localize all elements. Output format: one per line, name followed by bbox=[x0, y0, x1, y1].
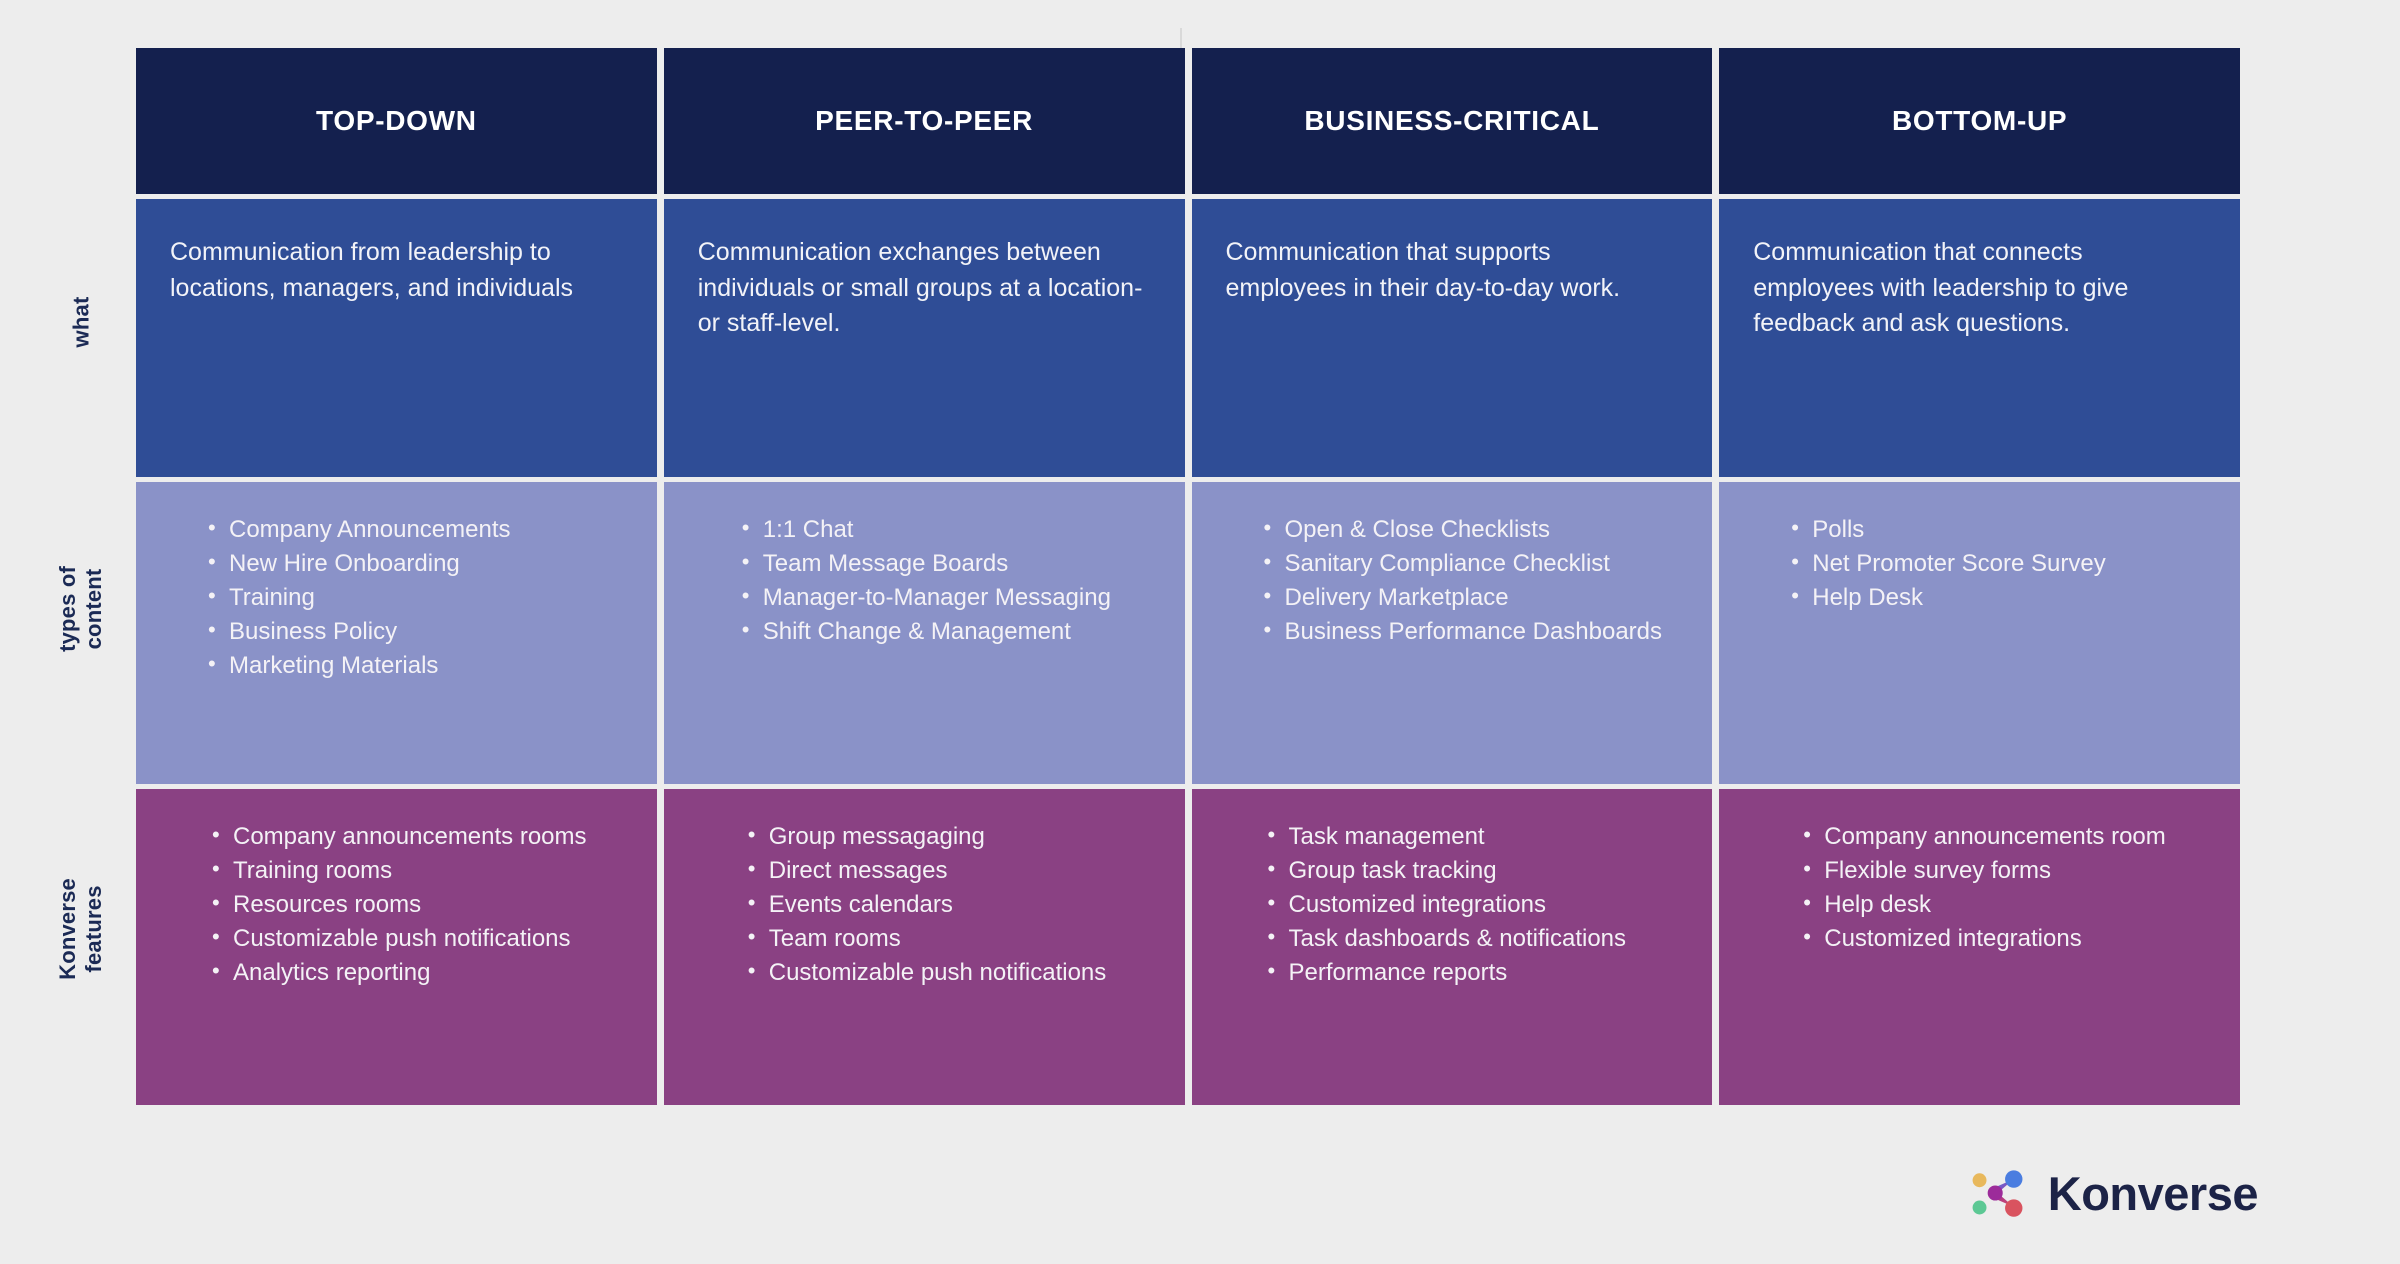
table-row-konverse-features: Company announcements roomsTraining room… bbox=[136, 789, 2240, 1105]
column-title: PEER-TO-PEER bbox=[815, 105, 1034, 136]
table-row-what: Communication from leadership to locatio… bbox=[136, 199, 2240, 477]
list-item: Events calendars bbox=[746, 888, 1155, 921]
list-item: New Hire Onboarding bbox=[206, 547, 627, 580]
list-item: Task management bbox=[1266, 820, 1683, 853]
list-item: Analytics reporting bbox=[210, 956, 627, 989]
row-label-konverse-features: Konverse features bbox=[28, 760, 134, 1098]
list-item: Company announcements rooms bbox=[210, 820, 627, 853]
column-title: BUSINESS-CRITICAL bbox=[1304, 105, 1600, 136]
what-text: Communication from leadership to locatio… bbox=[170, 238, 574, 302]
list-item: Open & Close Checklists bbox=[1262, 513, 1683, 546]
konverse-network-icon bbox=[1972, 1164, 2030, 1222]
row-label-what: what bbox=[28, 186, 134, 458]
table-row-types-of-content: Company AnnouncementsNew Hire Onboarding… bbox=[136, 482, 2240, 784]
list-item: Company Announcements bbox=[206, 513, 627, 546]
list-item: Group messagaging bbox=[746, 820, 1155, 853]
header-cell-peer-to-peer: PEER-TO-PEER bbox=[663, 48, 1185, 194]
header-cell-business-critical: BUSINESS-CRITICAL bbox=[1191, 48, 1713, 194]
list-item: Shift Change & Management bbox=[740, 615, 1155, 648]
list-item: Delivery Marketplace bbox=[1262, 581, 1683, 614]
types-list: Company AnnouncementsNew Hire Onboarding… bbox=[166, 513, 627, 682]
types-list: PollsNet Promoter Score SurveyHelp Desk bbox=[1749, 513, 2210, 614]
list-item: Customizable push notifications bbox=[746, 956, 1155, 989]
row-label-types-line1: types of bbox=[55, 566, 81, 652]
konverse-wordmark: Konverse bbox=[2047, 1166, 2259, 1220]
header-cell-top-down: TOP-DOWN bbox=[136, 48, 657, 194]
list-item: Team Message Boards bbox=[740, 547, 1155, 580]
list-item: Resources rooms bbox=[210, 888, 627, 921]
konverse-logo: Konverse bbox=[1972, 1164, 2259, 1222]
list-item: 1:1 Chat bbox=[740, 513, 1155, 546]
features-list: Group messagagingDirect messagesEvents c… bbox=[694, 820, 1155, 989]
list-item: Net Promoter Score Survey bbox=[1789, 547, 2210, 580]
list-item: Group task tracking bbox=[1266, 854, 1683, 887]
row-label-types-line2: content bbox=[80, 568, 106, 650]
types-cell-peer-to-peer: 1:1 ChatTeam Message BoardsManager-to-Ma… bbox=[663, 482, 1185, 784]
list-item: Training bbox=[206, 581, 627, 614]
list-item: Direct messages bbox=[746, 854, 1155, 887]
features-list: Task managementGroup task trackingCustom… bbox=[1222, 820, 1683, 989]
list-item: Sanitary Compliance Checklist bbox=[1262, 547, 1683, 580]
types-list: Open & Close ChecklistsSanitary Complian… bbox=[1222, 513, 1683, 648]
list-item: Customized integrations bbox=[1801, 922, 2210, 955]
types-cell-business-critical: Open & Close ChecklistsSanitary Complian… bbox=[1191, 482, 1713, 784]
features-list: Company announcements roomFlexible surve… bbox=[1749, 820, 2210, 955]
list-item: Training rooms bbox=[210, 854, 627, 887]
list-item: Help Desk bbox=[1789, 581, 2210, 614]
list-item: Manager-to-Manager Messaging bbox=[740, 581, 1155, 614]
row-label-types-of-content: types of content bbox=[28, 458, 134, 760]
what-text: Communication that supports employees in… bbox=[1225, 238, 1621, 302]
header-cell-bottom-up: BOTTOM-UP bbox=[1719, 48, 2240, 194]
list-item: Team rooms bbox=[746, 922, 1155, 955]
table-header-row: TOP-DOWN PEER-TO-PEER BUSINESS-CRITICAL … bbox=[136, 48, 2240, 194]
features-list: Company announcements roomsTraining room… bbox=[166, 820, 627, 989]
list-item: Business Performance Dashboards bbox=[1262, 615, 1683, 648]
what-cell-business-critical: Communication that supports employees in… bbox=[1191, 199, 1713, 477]
list-item: Customized integrations bbox=[1266, 888, 1683, 921]
features-cell-business-critical: Task managementGroup task trackingCustom… bbox=[1191, 789, 1713, 1105]
what-text: Communication exchanges between individu… bbox=[697, 238, 1143, 337]
row-label-features-line2: features bbox=[81, 885, 106, 973]
what-cell-bottom-up: Communication that connects employees wi… bbox=[1719, 199, 2240, 477]
list-item: Marketing Materials bbox=[206, 649, 627, 682]
list-item: Customizable push notifications bbox=[210, 922, 627, 955]
list-item: Task dashboards & notifications bbox=[1266, 922, 1683, 955]
list-item: Business Policy bbox=[206, 615, 627, 648]
what-cell-peer-to-peer: Communication exchanges between individu… bbox=[663, 199, 1185, 477]
types-list: 1:1 ChatTeam Message BoardsManager-to-Ma… bbox=[694, 513, 1155, 648]
features-cell-peer-to-peer: Group messagagingDirect messagesEvents c… bbox=[663, 789, 1185, 1105]
list-item: Company announcements room bbox=[1801, 820, 2210, 853]
column-title: TOP-DOWN bbox=[316, 105, 477, 136]
row-label-features-line1: Konverse bbox=[55, 878, 81, 980]
row-label-what-text: what bbox=[68, 296, 94, 348]
list-item: Flexible survey forms bbox=[1801, 854, 2210, 887]
list-item: Performance reports bbox=[1266, 956, 1683, 989]
what-text: Communication that connects employees wi… bbox=[1753, 238, 2129, 337]
row-label-column: what types of content Konverse features bbox=[28, 186, 134, 1098]
list-item: Help desk bbox=[1801, 888, 2210, 921]
types-cell-top-down: Company AnnouncementsNew Hire Onboarding… bbox=[136, 482, 657, 784]
top-divider-tick bbox=[1180, 28, 1182, 50]
list-item: Polls bbox=[1789, 513, 2210, 546]
comparison-table: TOP-DOWN PEER-TO-PEER BUSINESS-CRITICAL … bbox=[136, 48, 2240, 1105]
types-cell-bottom-up: PollsNet Promoter Score SurveyHelp Desk bbox=[1719, 482, 2240, 784]
column-title: BOTTOM-UP bbox=[1891, 105, 2068, 136]
features-cell-top-down: Company announcements roomsTraining room… bbox=[136, 789, 657, 1105]
features-cell-bottom-up: Company announcements roomFlexible surve… bbox=[1719, 789, 2240, 1105]
what-cell-top-down: Communication from leadership to locatio… bbox=[136, 199, 657, 477]
